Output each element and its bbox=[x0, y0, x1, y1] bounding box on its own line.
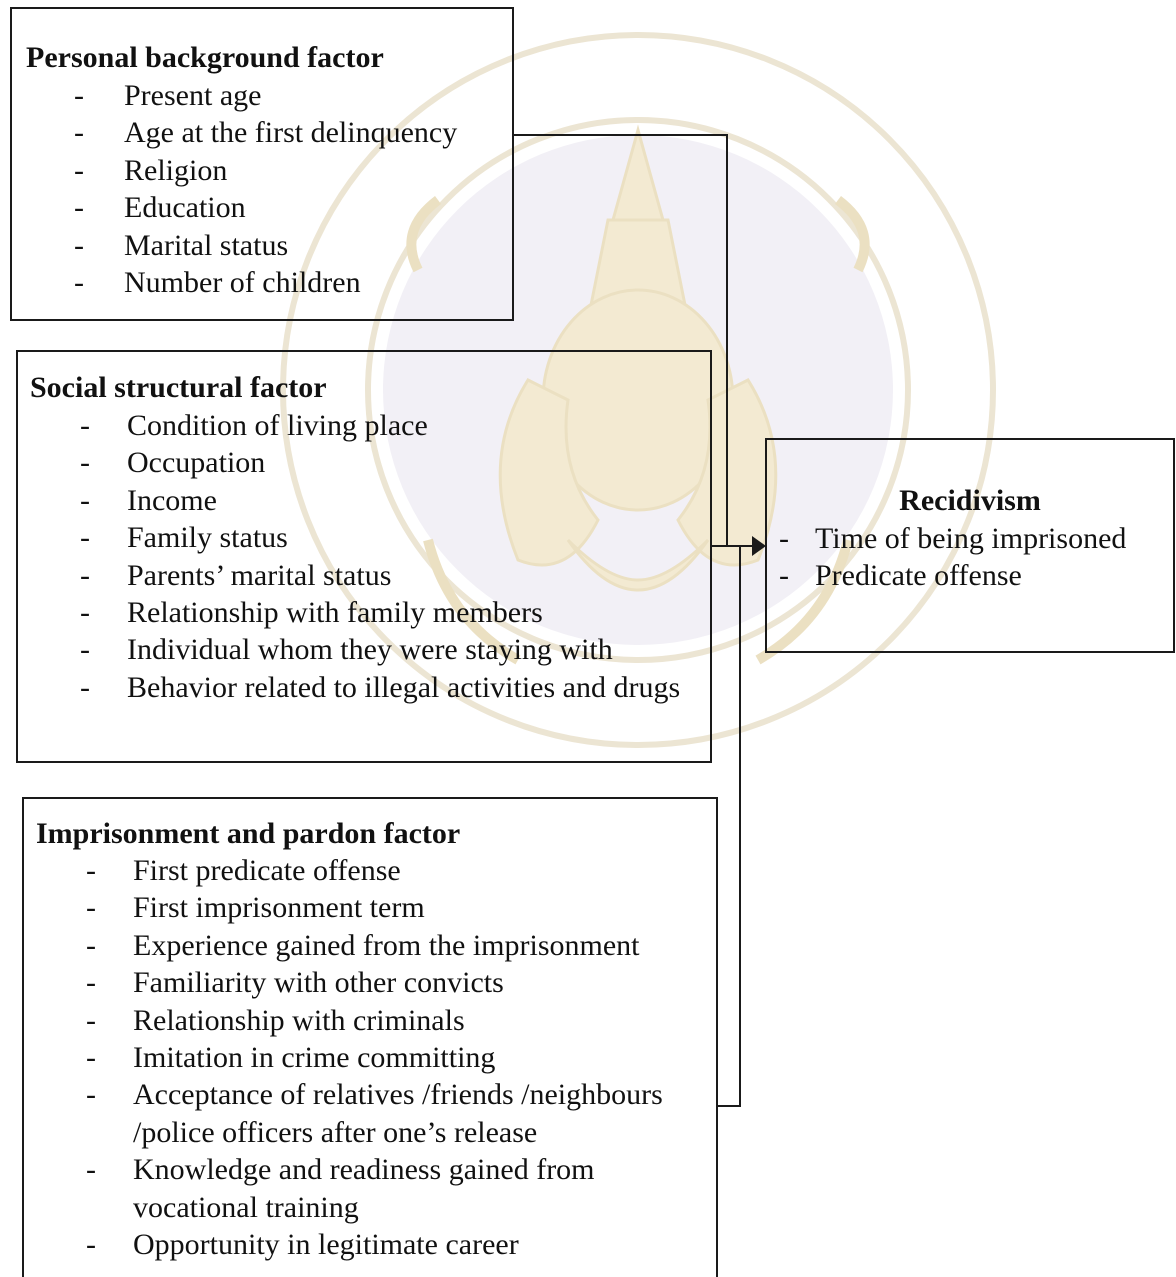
list-item: - Education bbox=[74, 189, 457, 226]
item-text: Behavior related to illegal activities a… bbox=[127, 670, 681, 704]
social-structural-title: Social structural factor bbox=[30, 371, 327, 404]
personal-background-box: Personal background factor - Present age … bbox=[10, 7, 514, 321]
imprisonment-pardon-list: - First predicate offense - First imprison… bbox=[86, 852, 713, 1263]
item-text: Relationship with criminals bbox=[133, 1003, 465, 1037]
item-text: Experience gained from the imprisonment bbox=[133, 928, 640, 962]
imprisonment-pardon-title: Imprisonment and pardon factor bbox=[36, 817, 461, 850]
item-text: Parents’ marital status bbox=[127, 558, 392, 592]
item-text: Imitation in crime committing bbox=[133, 1041, 496, 1075]
list-item: - Age at the first delinquency bbox=[74, 114, 457, 151]
list-item: - Individual whom they were staying with bbox=[80, 631, 687, 668]
list-item: -Time of being imprisoned bbox=[779, 520, 1126, 557]
recidivism-title: Recidivism bbox=[899, 484, 1041, 517]
bullet: - bbox=[779, 559, 789, 593]
list-item: - Marital status bbox=[74, 227, 457, 264]
item-text: Present age bbox=[124, 79, 262, 112]
bullet: - bbox=[80, 483, 90, 517]
item-text: Family status bbox=[127, 521, 288, 555]
list-item: - Relationship with family members bbox=[80, 594, 687, 631]
bullet: - bbox=[74, 79, 84, 112]
bullet: - bbox=[86, 1041, 96, 1075]
item-text: Income bbox=[127, 483, 217, 517]
social-structural-box: Social structural factor - Condition of l… bbox=[16, 350, 712, 763]
list-item: -Predicate offense bbox=[779, 557, 1126, 594]
list-item: - Relationship with criminals bbox=[86, 1002, 713, 1039]
item-text: Occupation bbox=[127, 446, 266, 480]
bullet: - bbox=[74, 266, 84, 300]
list-item: - Opportunity in legitimate career bbox=[86, 1226, 713, 1263]
item-text: Condition of living place bbox=[127, 409, 428, 442]
item-text: Religion bbox=[124, 153, 228, 187]
item-text: Acceptance of relatives /friends /neighb… bbox=[133, 1078, 663, 1149]
bullet: - bbox=[86, 966, 96, 1000]
list-item: - Familiarity with other convicts bbox=[86, 964, 713, 1001]
item-text: Marital status bbox=[124, 228, 289, 262]
bullet: - bbox=[86, 1153, 96, 1187]
item-text: Knowledge and readiness gained from voca… bbox=[133, 1153, 595, 1224]
bullet: - bbox=[86, 1078, 96, 1112]
bullet: - bbox=[86, 928, 96, 962]
item-text: Opportunity in legitimate career bbox=[133, 1228, 519, 1262]
list-item: - Experience gained from the imprisonment bbox=[86, 927, 713, 964]
list-item: - Behavior related to illegal activities … bbox=[80, 669, 687, 706]
bullet: - bbox=[80, 521, 90, 555]
list-item: - First imprisonment term bbox=[86, 889, 713, 926]
personal-background-list: - Present age - Age at the first delinquen… bbox=[74, 77, 457, 301]
bullet: - bbox=[779, 522, 789, 555]
bullet: - bbox=[80, 446, 90, 480]
list-item: - Occupation bbox=[80, 444, 687, 481]
list-item: - Number of children bbox=[74, 264, 457, 301]
item-text: Education bbox=[124, 191, 246, 225]
item-text: Time of being imprisoned bbox=[815, 522, 1127, 555]
item-text: First imprisonment term bbox=[133, 891, 425, 925]
bullet: - bbox=[86, 891, 96, 925]
list-item: - Condition of living place bbox=[80, 407, 687, 444]
item-text: Predicate offense bbox=[815, 559, 1022, 593]
bullet: - bbox=[80, 558, 90, 592]
item-text: Number of children bbox=[124, 266, 361, 300]
recidivism-box: Recidivism -Time of being imprisoned -Pr… bbox=[765, 438, 1175, 653]
bullet: - bbox=[80, 670, 90, 704]
bullet: - bbox=[74, 191, 84, 225]
bullet: - bbox=[74, 116, 84, 150]
bullet: - bbox=[86, 1228, 96, 1262]
item-text: Age at the first delinquency bbox=[124, 116, 458, 150]
personal-background-title: Personal background factor bbox=[26, 41, 384, 74]
connector-imprisonment bbox=[718, 546, 741, 1107]
recidivism-list: -Time of being imprisoned -Predicate off… bbox=[779, 520, 1126, 595]
list-item: - Acceptance of relatives /friends /neigh… bbox=[86, 1076, 713, 1151]
bullet: - bbox=[86, 854, 96, 887]
arrowhead bbox=[752, 536, 766, 556]
item-text: First predicate offense bbox=[133, 854, 401, 887]
bullet: - bbox=[80, 409, 90, 442]
list-item: - Parents’ marital status bbox=[80, 557, 687, 594]
social-structural-list: - Condition of living place - Occupation -… bbox=[80, 407, 687, 706]
list-item: - Religion bbox=[74, 152, 457, 189]
bullet: - bbox=[80, 633, 90, 667]
imprisonment-pardon-box: Imprisonment and pardon factor - First pr… bbox=[22, 797, 718, 1277]
item-text: Relationship with family members bbox=[127, 596, 543, 630]
bullet: - bbox=[80, 596, 90, 630]
list-item: - Present age bbox=[74, 77, 457, 114]
list-item: - Knowledge and readiness gained from voc… bbox=[86, 1151, 713, 1226]
bullet: - bbox=[74, 153, 84, 187]
list-item: - Income bbox=[80, 482, 687, 519]
list-item: - Imitation in crime committing bbox=[86, 1039, 713, 1076]
item-text: Familiarity with other convicts bbox=[133, 966, 504, 1000]
list-item: - Family status bbox=[80, 519, 687, 556]
bullet: - bbox=[74, 228, 84, 262]
bullet: - bbox=[86, 1003, 96, 1037]
item-text: Individual whom they were staying with bbox=[127, 633, 613, 667]
list-item: - First predicate offense bbox=[86, 852, 713, 889]
